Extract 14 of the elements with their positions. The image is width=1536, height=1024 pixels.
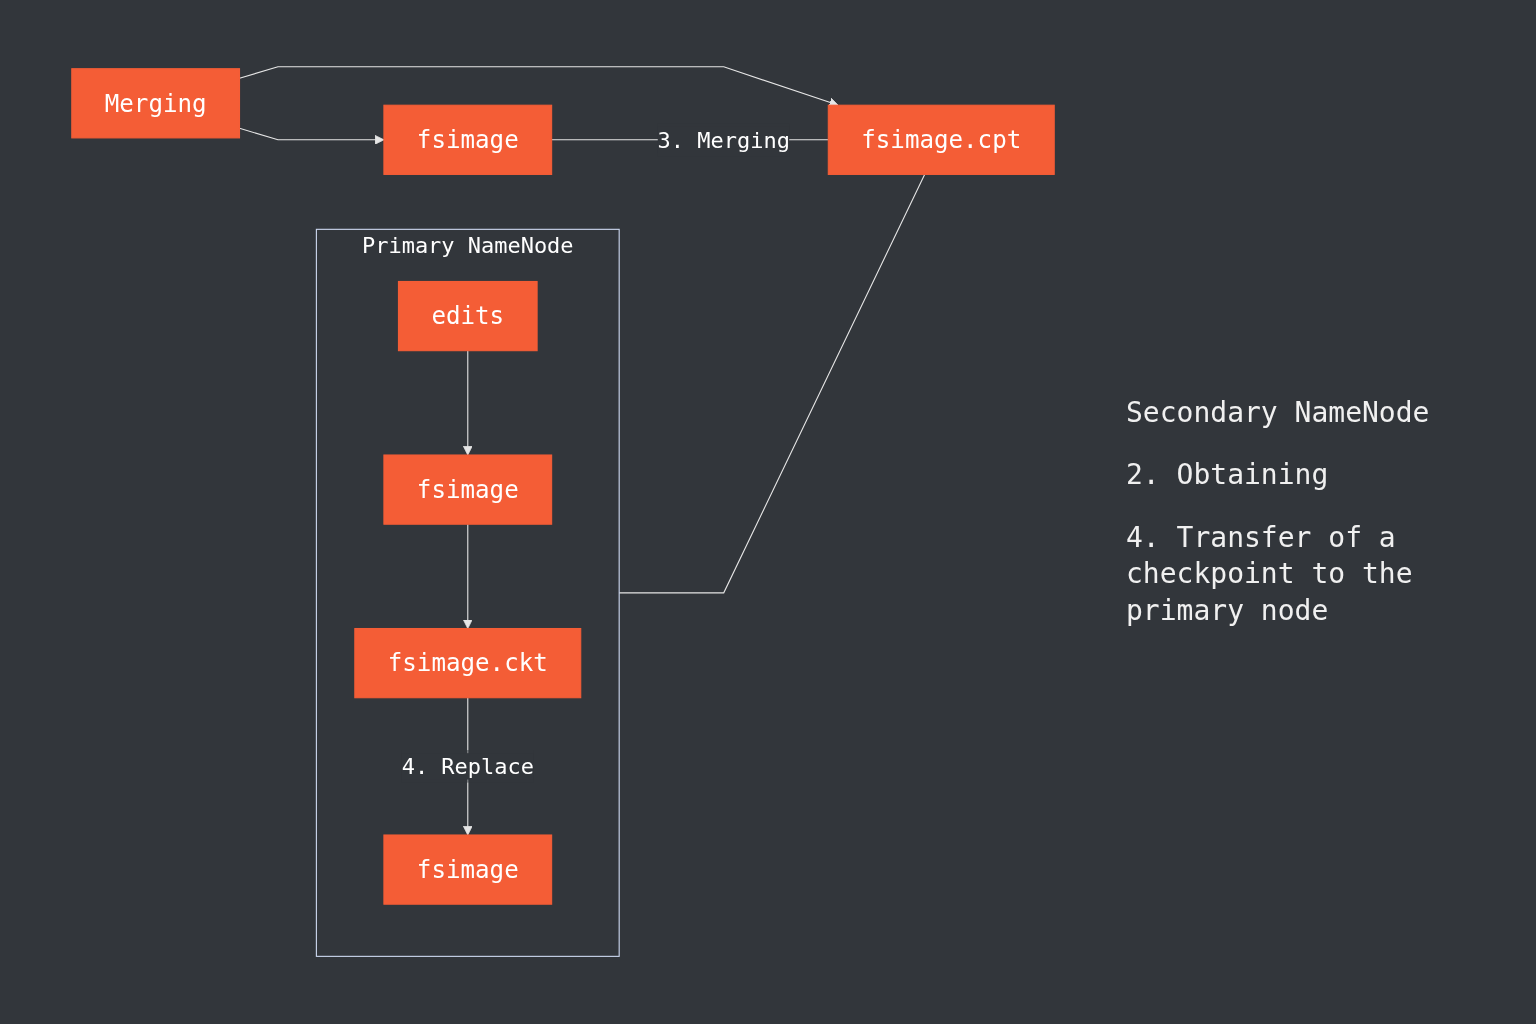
node-box: fsimage.cpt	[827, 105, 1055, 176]
arrow	[462, 350, 473, 456]
note-text: 4. Transfer of a checkpoint to the primary node	[1126, 519, 1414, 629]
node-box: fsimage.ckt	[354, 628, 582, 699]
node-box: edits	[397, 281, 538, 352]
node-box: Merging	[71, 68, 241, 139]
edge-label: 3. Merging	[657, 127, 790, 154]
arrow	[462, 524, 473, 630]
node-box: fsimage	[383, 105, 553, 176]
edge-label: 4. Replace	[401, 753, 534, 780]
note-text: Secondary NameNode	[1126, 395, 1431, 431]
node-box: fsimage	[383, 834, 553, 906]
node-box: fsimage	[383, 454, 553, 526]
note-text: 2. Obtaining	[1126, 457, 1330, 494]
